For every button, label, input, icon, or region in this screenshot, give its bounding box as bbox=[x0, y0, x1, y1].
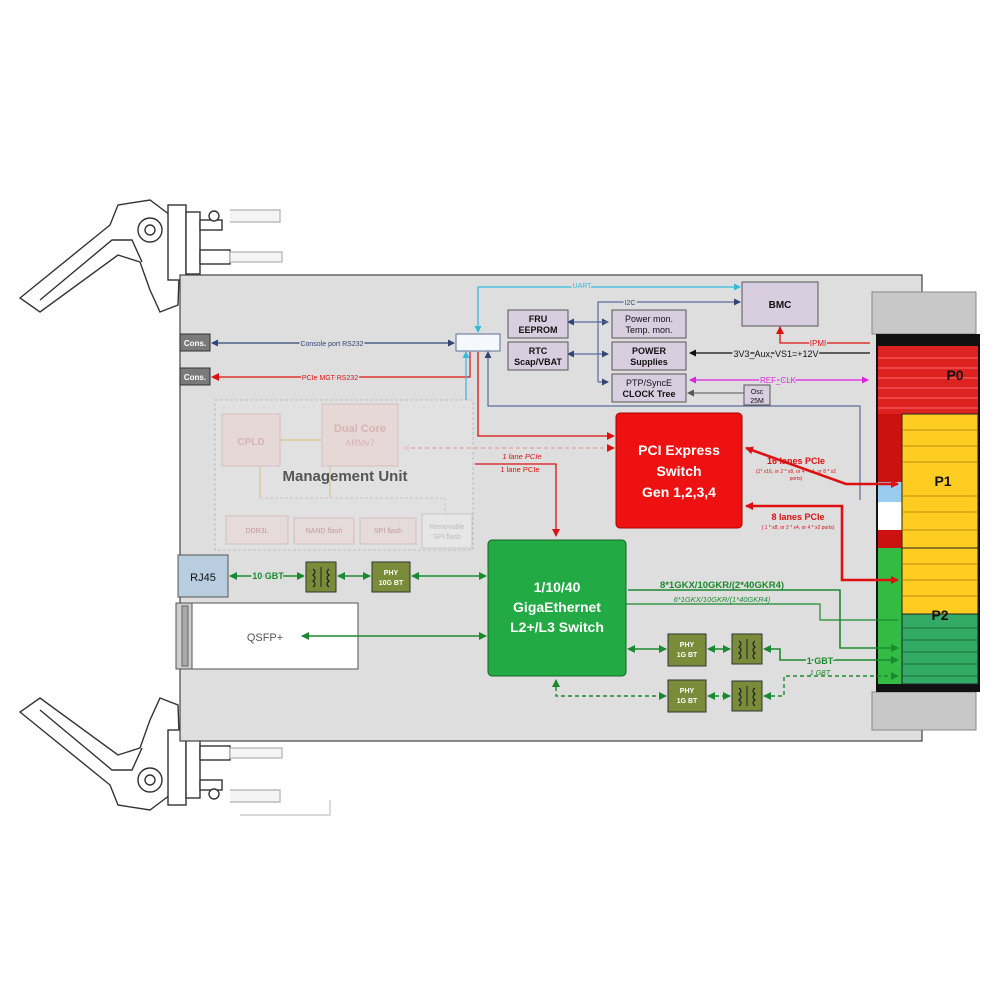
phy-1g-b-block bbox=[667, 679, 707, 713]
removable-label-line2: SPI flash bbox=[433, 534, 461, 541]
eth-switch-label-line1: 1/10/40 bbox=[534, 579, 581, 595]
fru-eeprom-block bbox=[507, 309, 569, 339]
fru-label-line2: EEPROM bbox=[518, 325, 557, 335]
mag-1gbt-dashed-label: 1 GBT bbox=[810, 670, 831, 677]
eth-backplane-main-label: 8*1GKX/10GKR/(2*40GKR4) bbox=[660, 580, 784, 591]
power-supplies-label-line2: Supplies bbox=[630, 357, 668, 367]
console-connector-2-label: Cons. bbox=[184, 373, 206, 382]
pcie-1lane-label: 1 lane PCIe bbox=[500, 465, 539, 474]
console-rs232-label: Console port RS232 bbox=[300, 341, 363, 348]
mag-1gbt-label: 1 GBT bbox=[807, 656, 834, 666]
rtc-block bbox=[507, 341, 569, 371]
power-mon-label-line2: Temp. mon. bbox=[625, 325, 672, 335]
ptp-label-line1: PTP/SyncE bbox=[626, 378, 672, 388]
pcie-mgt-label: PCIe MGT RS232 bbox=[302, 375, 358, 382]
bottom-ejector-handle bbox=[18, 697, 331, 816]
ipmi-wire bbox=[776, 326, 870, 344]
phy-1g-a-label-line1: PHY bbox=[680, 642, 695, 649]
top-ejector-handle bbox=[18, 199, 283, 313]
ptp-clock-block bbox=[611, 373, 687, 403]
backplane-connector bbox=[871, 291, 980, 731]
p2-label: P2 bbox=[931, 607, 948, 623]
uart-wire bbox=[474, 283, 741, 333]
rj45-label: RJ45 bbox=[190, 572, 216, 584]
nand-label: NAND flash bbox=[306, 528, 343, 535]
phy-10g-label-line2: 10G BT bbox=[379, 580, 404, 587]
eth-backplane-alt-wire bbox=[599, 600, 898, 621]
power-mon-label-line1: Power mon. bbox=[625, 314, 673, 324]
pcie-16lanes-sub-line1: (1* x16, or 2 * x8, or 4 * x4, or 8 * x2 bbox=[756, 469, 836, 475]
pcie-1lane-dashed-label: 1 lane PCIe bbox=[502, 452, 541, 461]
cpld-label: CPLD bbox=[237, 437, 264, 448]
management-unit bbox=[214, 399, 474, 551]
uart-label: UART bbox=[573, 283, 593, 290]
power-input-label: 3V3_Aux, VS1=+12V bbox=[733, 349, 818, 359]
phy-1g-b-label-line2: 1G BT bbox=[677, 698, 698, 705]
cpu-label-line2: ARMv7 bbox=[345, 438, 375, 448]
osc-label-line2: 25M bbox=[750, 398, 764, 405]
rj45-10gbt-label: 10 GBT bbox=[252, 571, 284, 581]
rtc-label-line1: RTC bbox=[529, 346, 548, 356]
pcie-8lanes-sub-label: ( 1 * x8, or 2 * x4, or 4 * x2 ports) bbox=[762, 525, 835, 531]
cpu-label-line1: Dual Core bbox=[334, 423, 386, 435]
mag-1gbt-wire bbox=[763, 645, 899, 664]
transformer-icon bbox=[731, 680, 763, 712]
switch-phy1g-b-dashed-wire bbox=[552, 679, 667, 700]
power-supplies-label-line1: POWER bbox=[632, 346, 667, 356]
eth-switch-label-line3: L2+/L3 Switch bbox=[510, 619, 604, 635]
ethernet-switch-block bbox=[487, 539, 627, 677]
pcie-1lane-wire bbox=[477, 352, 615, 440]
ipmi-label: IPMI bbox=[810, 339, 826, 348]
console-connector-1-label: Cons. bbox=[184, 339, 206, 348]
phy-10g-block bbox=[371, 561, 411, 593]
ptp-label-line2: CLOCK Tree bbox=[622, 389, 675, 399]
osc-label-line1: Osc bbox=[751, 389, 764, 396]
phy-1g-a-block bbox=[667, 633, 707, 667]
pcie-to-eth-wire bbox=[475, 463, 560, 537]
pcie-8lanes-wire bbox=[745, 502, 899, 584]
rj45-connector bbox=[177, 554, 229, 598]
power-mon-block bbox=[611, 309, 687, 339]
console-connector-2 bbox=[179, 367, 211, 386]
mag-1gbt-dashed-wire bbox=[763, 672, 899, 700]
pcie-switch-label-line2: Switch bbox=[656, 463, 701, 479]
pcie-16lanes-sub-line2: ports) bbox=[790, 476, 803, 482]
removable-label-line1: Removable bbox=[429, 524, 465, 531]
rtc-label-line2: Scap/VBAT bbox=[514, 357, 562, 367]
transformer-icon bbox=[305, 561, 337, 593]
eth-switch-label-line2: GigaEthernet bbox=[513, 599, 601, 615]
fru-label-line1: FRU bbox=[529, 314, 548, 324]
pcie-16lanes-wire bbox=[745, 446, 899, 488]
power-supplies-block bbox=[611, 341, 687, 371]
pcie-mgt-wire bbox=[211, 352, 471, 381]
management-unit-title: Management Unit bbox=[282, 468, 407, 485]
ref-clk-label: REF_CLK bbox=[760, 376, 797, 385]
console-connector-1 bbox=[179, 333, 211, 352]
eth-backplane-alt-label: 6*1GKX/10GKR/(1*40GKR4) bbox=[674, 595, 771, 604]
phy-10g-label-line1: PHY bbox=[384, 570, 399, 577]
i2c-label: I2C bbox=[625, 300, 636, 307]
pcie-switch-label-line1: PCI Express bbox=[638, 442, 720, 458]
ddr-label: DDR3L bbox=[246, 528, 269, 535]
pcie-switch-label-line3: Gen 1,2,3,4 bbox=[642, 484, 716, 500]
pcie-switch-block bbox=[615, 412, 743, 529]
phy-1g-b-label-line1: PHY bbox=[680, 688, 695, 695]
pcie-16lanes-label: 16 lanes PCIe bbox=[767, 456, 825, 466]
serial-mux-box bbox=[455, 333, 501, 352]
osc-block bbox=[743, 384, 771, 406]
spi-label: SPI flash bbox=[374, 528, 402, 535]
qsfp-label: QSFP+ bbox=[247, 632, 283, 644]
p1-label: P1 bbox=[934, 473, 951, 489]
pcie-8lanes-label: 8 lanes PCIe bbox=[771, 512, 824, 522]
bmc-label: BMC bbox=[769, 300, 792, 311]
transformer-icon bbox=[731, 633, 763, 665]
bmc-block bbox=[741, 281, 819, 327]
phy-1g-a-label-line2: 1G BT bbox=[677, 652, 698, 659]
p0-label: P0 bbox=[946, 367, 963, 383]
